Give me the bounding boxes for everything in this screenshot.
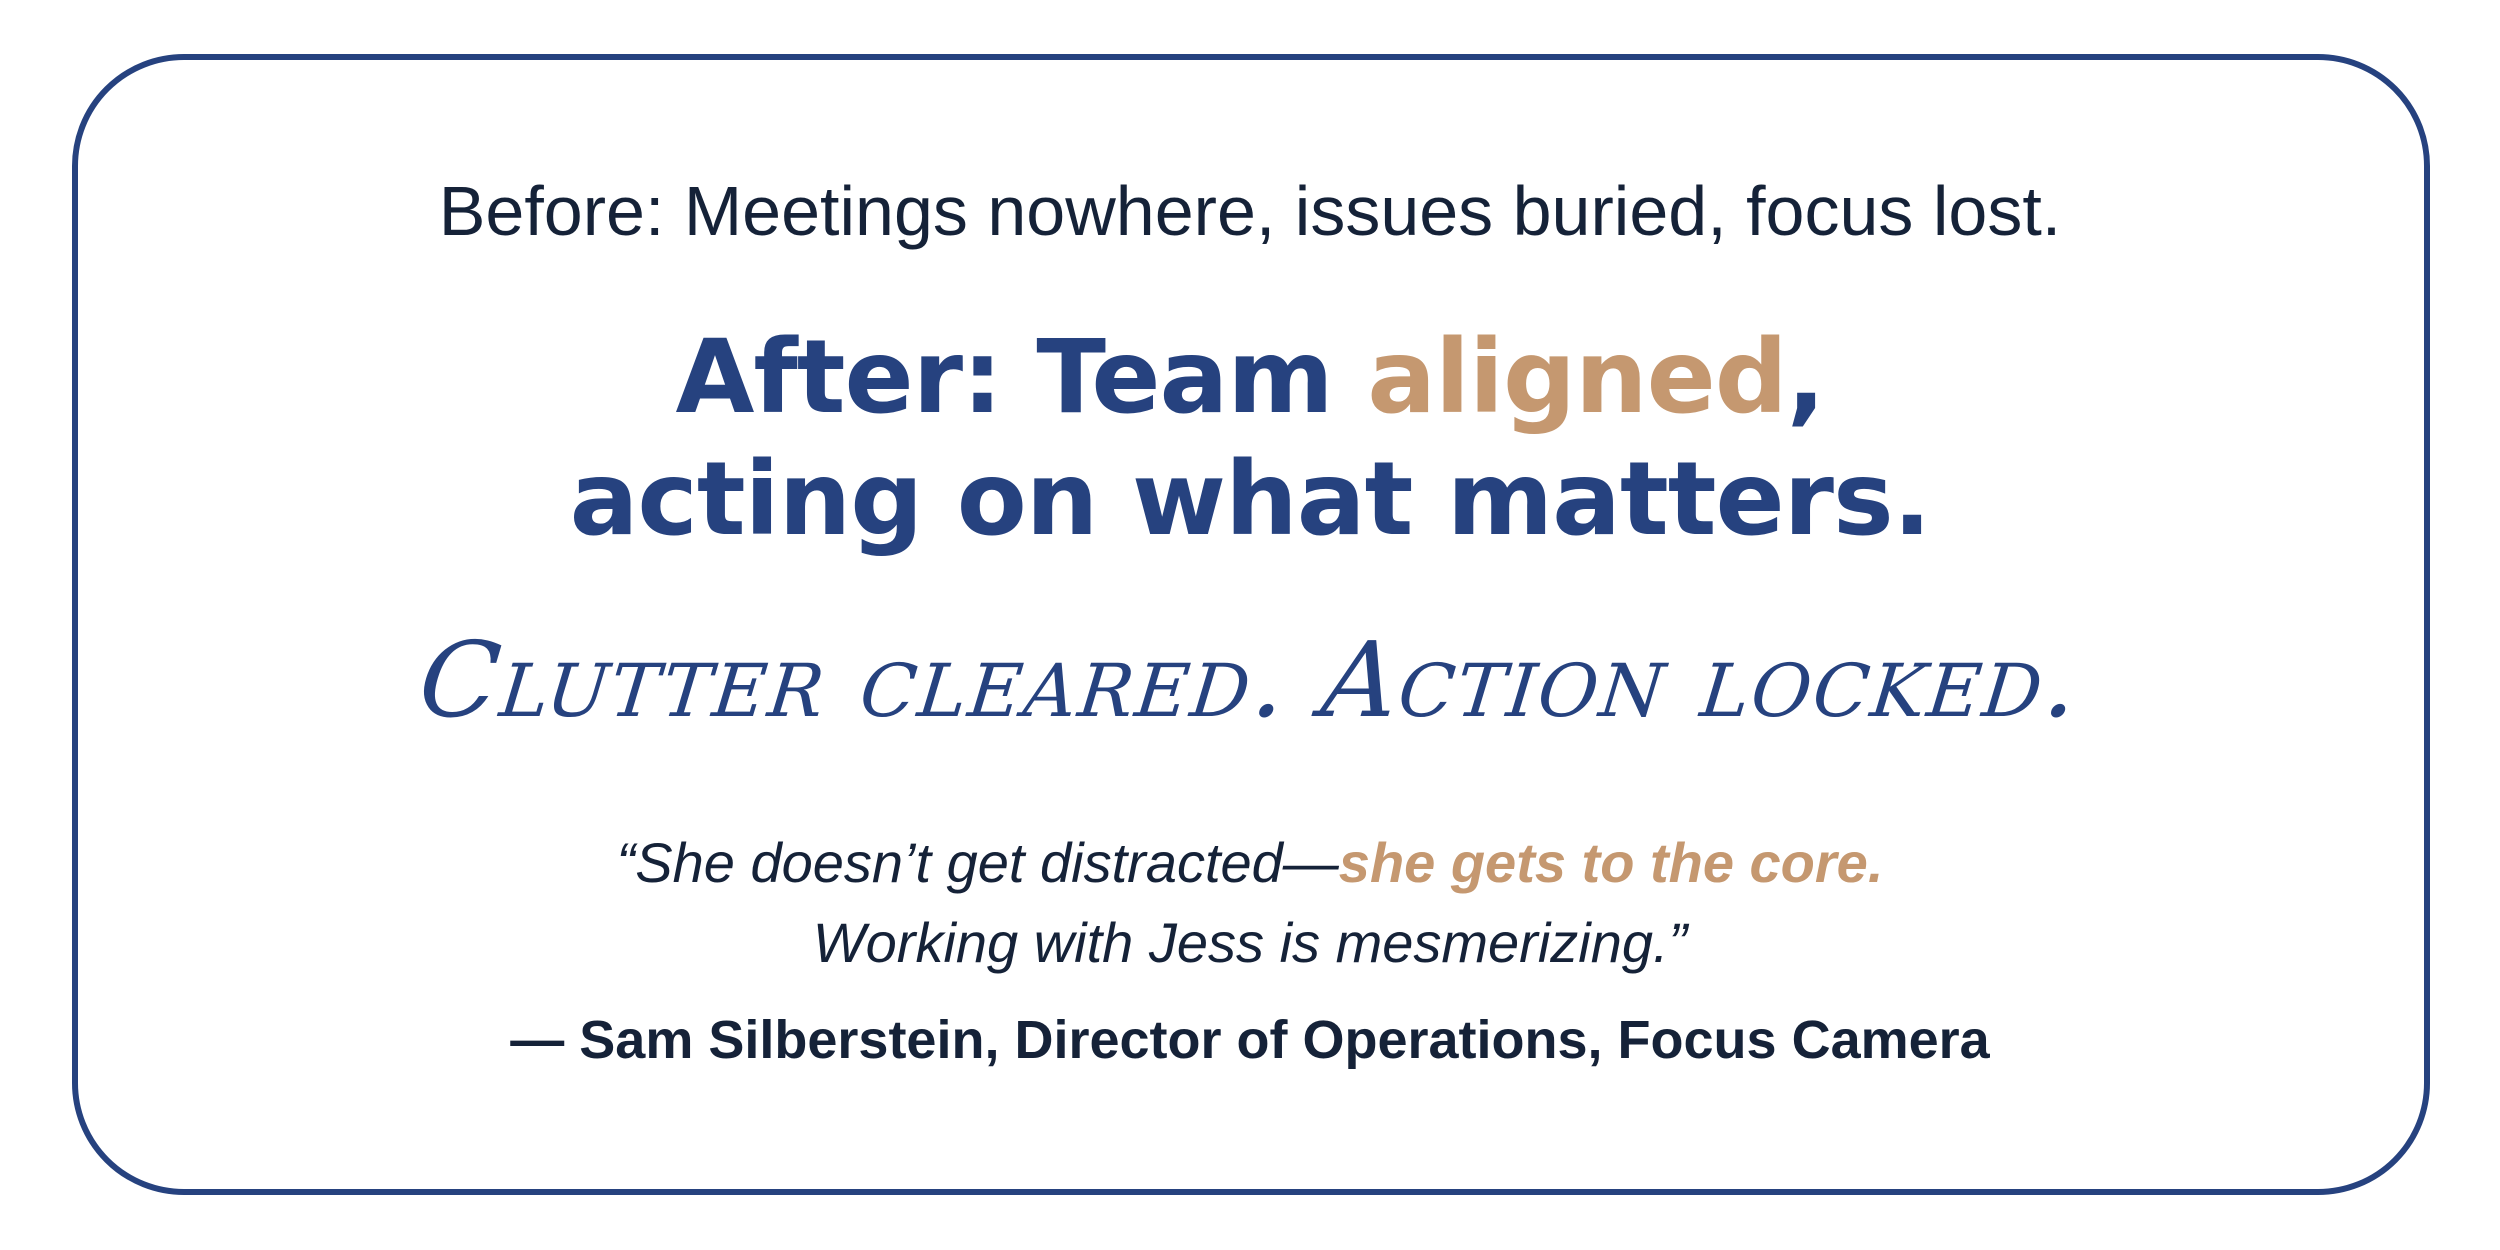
after-headline-line2: acting on what matters. [569, 440, 1932, 559]
quote-plain-text: “She doesn’t get distracted— [616, 831, 1339, 894]
testimonial-attribution: — Sam Silberstein, Director of Operation… [510, 1010, 1990, 1070]
handwritten-tagline: Clutter cleared. Action locked. [413, 619, 2087, 741]
quote-highlight-text: she gets to the core. [1338, 831, 1884, 894]
testimonial-quote-line2: Working with Jess is mesmerizing.” [812, 911, 1688, 974]
after-headline-highlight: aligned [1367, 318, 1788, 437]
before-statement: Before: Meetings nowhere, issues buried,… [438, 172, 2062, 250]
after-headline-suffix: , [1786, 318, 1826, 437]
testimonial-quote-line1: “She doesn’t get distracted—she gets to … [0, 823, 2500, 903]
after-headline-prefix: After: Team [675, 318, 1368, 437]
testimonial-card [72, 54, 2430, 1195]
after-headline-line1: After: Team aligned, [0, 316, 2500, 440]
